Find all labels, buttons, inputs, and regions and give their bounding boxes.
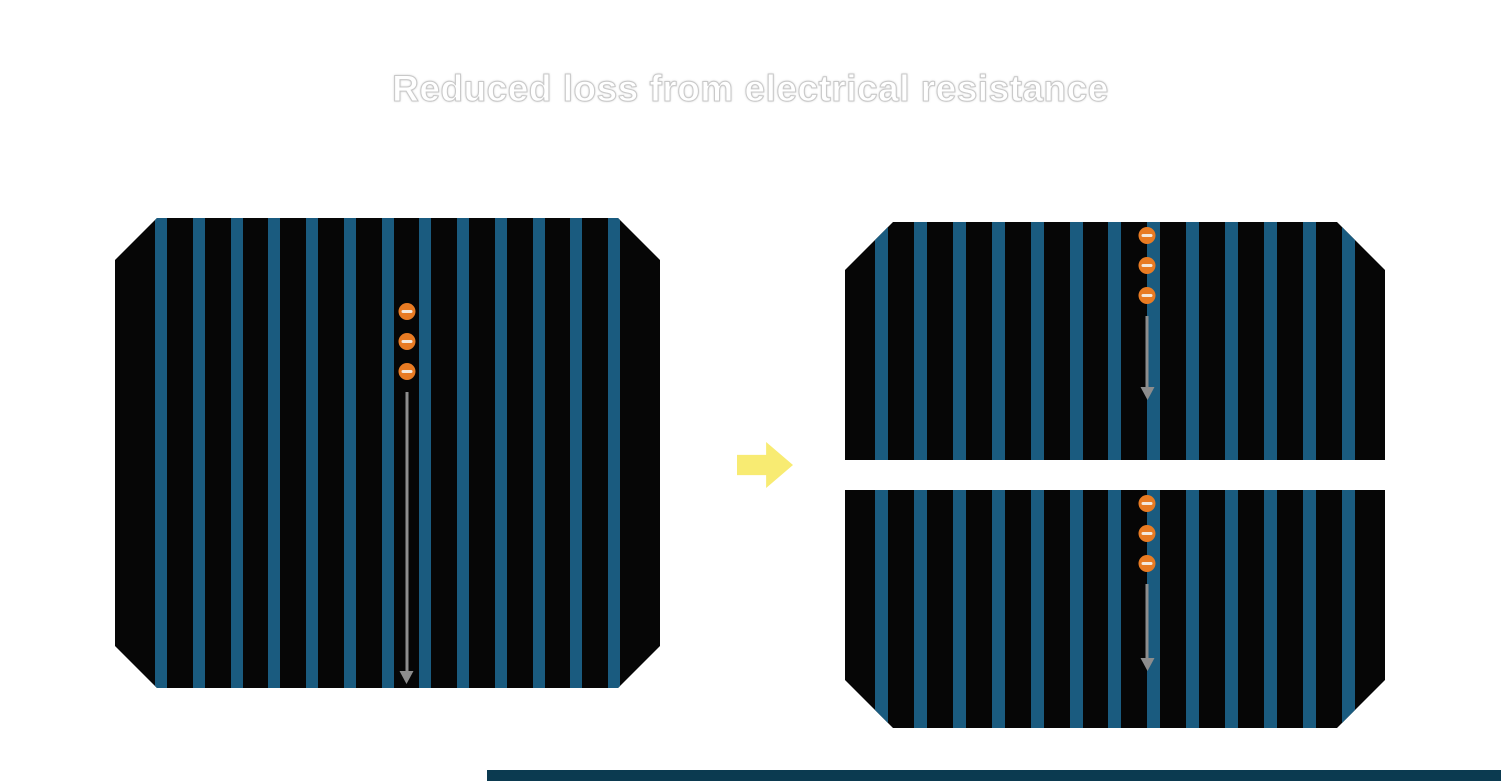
busbar-stripe — [953, 490, 966, 728]
full-solar-cell — [115, 218, 660, 688]
busbar-stripes — [845, 490, 1385, 728]
busbar-stripes — [115, 218, 660, 688]
busbar-stripe — [533, 218, 545, 688]
half-cell-top — [845, 222, 1385, 460]
busbar-stripe — [1108, 222, 1121, 460]
busbar-stripe — [1108, 490, 1121, 728]
busbar-stripes — [845, 222, 1385, 460]
diagram-title: Reduced loss from electrical resistance — [392, 68, 1109, 110]
busbar-stripe — [382, 218, 394, 688]
busbar-stripe — [193, 218, 205, 688]
busbar-stripe — [1031, 490, 1044, 728]
busbar-stripe — [914, 222, 927, 460]
electron-minus-icon — [1139, 257, 1156, 274]
busbar-stripe — [570, 218, 582, 688]
electron-minus-icon — [1139, 555, 1156, 572]
busbar-stripe — [992, 490, 1005, 728]
busbar-stripe — [495, 218, 507, 688]
busbar-stripe — [1031, 222, 1044, 460]
busbar-stripe — [1342, 222, 1355, 460]
current-down-arrow-icon — [405, 392, 408, 672]
busbar-stripe — [268, 218, 280, 688]
current-down-arrow-icon — [1146, 316, 1149, 388]
electron-minus-icon — [1139, 287, 1156, 304]
electron-minus-icon — [398, 333, 415, 350]
electron-flow — [1139, 227, 1156, 388]
electron-minus-icon — [1139, 227, 1156, 244]
busbar-stripe — [1225, 490, 1238, 728]
busbar-stripe — [1186, 490, 1199, 728]
busbar-stripe — [875, 222, 888, 460]
busbar-stripe — [1070, 490, 1083, 728]
electron-minus-icon — [1139, 525, 1156, 542]
half-cell-bottom — [845, 490, 1385, 728]
electron-group — [1139, 227, 1156, 304]
busbar-stripe — [608, 218, 620, 688]
busbar-stripe — [419, 218, 431, 688]
busbar-stripe — [1342, 490, 1355, 728]
electron-group — [398, 303, 415, 380]
busbar-stripe — [231, 218, 243, 688]
busbar-stripe — [953, 222, 966, 460]
footer-bar — [487, 770, 1501, 781]
busbar-stripe — [344, 218, 356, 688]
busbar-stripe — [1264, 490, 1277, 728]
busbar-stripe — [1225, 222, 1238, 460]
busbar-stripe — [1147, 222, 1160, 460]
busbar-stripe — [1186, 222, 1199, 460]
busbar-stripe — [155, 218, 167, 688]
electron-group — [1139, 495, 1156, 572]
busbar-stripe — [306, 218, 318, 688]
electron-minus-icon — [1139, 495, 1156, 512]
busbar-stripe — [1264, 222, 1277, 460]
right-arrow-icon — [737, 442, 793, 488]
current-down-arrow-icon — [1146, 584, 1149, 659]
busbar-stripe — [914, 490, 927, 728]
busbar-stripe — [457, 218, 469, 688]
electron-flow — [398, 303, 415, 672]
busbar-stripe — [875, 490, 888, 728]
electron-minus-icon — [398, 363, 415, 380]
busbar-stripe — [1303, 490, 1316, 728]
electron-minus-icon — [398, 303, 415, 320]
electron-flow — [1139, 495, 1156, 659]
busbar-stripe — [1303, 222, 1316, 460]
busbar-stripe — [992, 222, 1005, 460]
busbar-stripe — [1070, 222, 1083, 460]
